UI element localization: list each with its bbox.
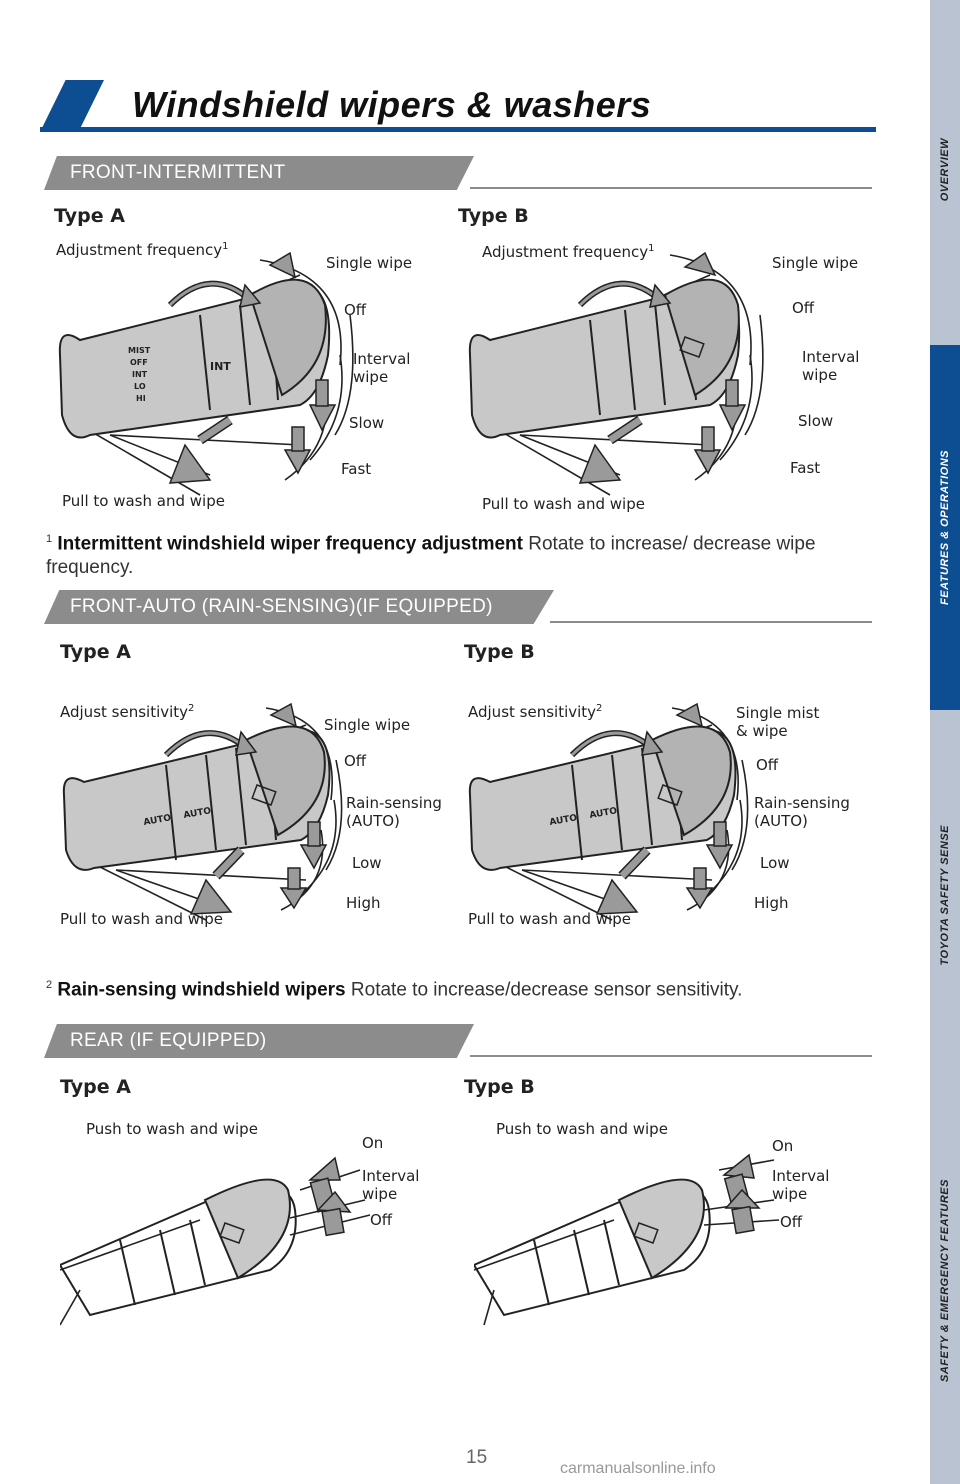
label-on-b: On — [772, 1137, 793, 1155]
label-interval-rear-b: Interval wipe — [772, 1167, 829, 1203]
label-push-to-wash-b: Push to wash and wipe — [496, 1120, 668, 1138]
label-single-wipe-auto-a: Single wipe — [324, 716, 410, 734]
label-on-a: On — [362, 1134, 383, 1152]
section-header-front-intermittent: FRONT-INTERMITTENT — [44, 156, 474, 190]
wiper-stalk-diagram-rear-a — [60, 1130, 400, 1330]
label-pull-to-wash-a: Pull to wash and wipe — [62, 492, 225, 510]
section-header-label: FRONT-INTERMITTENT — [70, 162, 285, 184]
side-tab-label: FEATURES & OPERATIONS — [939, 450, 951, 605]
footnote-title: Intermittent windshield wiper frequency … — [57, 533, 523, 554]
type-b-label: Type B — [464, 1076, 535, 1098]
label-low-b: Low — [760, 854, 790, 872]
label-single-wipe-a: Single wipe — [326, 254, 412, 272]
footnote-number: 1 — [46, 533, 52, 545]
label-fast-b: Fast — [790, 459, 820, 477]
label-off-auto-a: Off — [344, 752, 366, 770]
label-rain-sensing-a: Rain-sensing (AUTO) — [346, 794, 442, 830]
label-adjust-sensitivity-b: Adjust sensitivity2 — [468, 700, 602, 721]
label-adjust-sensitivity-a: Adjust sensitivity2 — [60, 700, 194, 721]
type-a-label: Type A — [60, 641, 131, 663]
label-pull-to-wash-auto-b: Pull to wash and wipe — [468, 910, 631, 928]
label-off-auto-b: Off — [756, 756, 778, 774]
side-tab-strip: OVERVIEW FEATURES & OPERATIONS TOYOTA SA… — [930, 0, 960, 1484]
footnote-1: 1 Intermittent windshield wiper frequenc… — [46, 527, 836, 580]
section-header-rear: REAR (IF EQUIPPED) — [44, 1024, 474, 1058]
section-header-label: REAR (IF EQUIPPED) — [70, 1030, 266, 1052]
wiper-stalk-diagram-front-int-b — [460, 245, 840, 505]
stalk-mark-int-ring: INT — [210, 360, 231, 373]
footnote-ref: 1 — [222, 241, 228, 252]
side-tab-toyota-safety-sense[interactable]: TOYOTA SAFETY SENSE — [930, 715, 960, 1075]
footnote-2: 2 Rain-sensing windshield wipers Rotate … — [46, 973, 876, 1002]
stalk-mark-off: OFF — [130, 358, 148, 367]
watermark: carmanualsonline.info — [560, 1460, 716, 1478]
label-high-a: High — [346, 894, 380, 912]
footnote-ref: 1 — [648, 243, 654, 254]
side-tab-overview[interactable]: OVERVIEW — [930, 0, 960, 340]
label-text: Adjustment frequency — [56, 241, 222, 259]
label-off-b: Off — [792, 299, 814, 317]
label-high-b: High — [754, 894, 788, 912]
label-text: Adjust sensitivity — [60, 703, 188, 721]
label-text: Adjustment frequency — [482, 243, 648, 261]
title-wedge — [40, 80, 104, 132]
stalk-mark-lo: LO — [134, 382, 146, 391]
side-tab-safety-emergency[interactable]: SAFETY & EMERGENCY FEATURES — [930, 1080, 960, 1480]
section-header-label: FRONT-AUTO (RAIN-SENSING)(IF EQUIPPED) — [70, 596, 493, 618]
side-tab-label: OVERVIEW — [939, 138, 951, 201]
footnote-text: Rotate to increase/decrease sensor sensi… — [346, 979, 743, 1000]
footnote-ref: 2 — [188, 703, 194, 714]
stalk-mark-hi: HI — [136, 394, 146, 403]
section-rule — [470, 1055, 872, 1057]
label-push-to-wash-a: Push to wash and wipe — [86, 1120, 258, 1138]
wiper-stalk-diagram-rear-b — [474, 1130, 814, 1330]
label-adjustment-frequency-a: Adjustment frequency1 — [56, 238, 229, 259]
stalk-mark-mist: MIST — [128, 346, 151, 355]
side-tab-features-operations[interactable]: FEATURES & OPERATIONS — [930, 345, 960, 710]
footnote-title: Rain-sensing windshield wipers — [57, 979, 345, 1000]
label-pull-to-wash-b: Pull to wash and wipe — [482, 495, 645, 513]
footnote-number: 2 — [46, 979, 52, 991]
label-text: Adjust sensitivity — [468, 703, 596, 721]
title-banner: Windshield wipers & washers — [40, 80, 876, 132]
page-title: Windshield wipers & washers — [132, 84, 651, 126]
label-pull-to-wash-auto-a: Pull to wash and wipe — [60, 910, 223, 928]
label-slow-b: Slow — [798, 412, 833, 430]
type-b-label: Type B — [464, 641, 535, 663]
section-rule — [470, 187, 872, 189]
stalk-mark-int: INT — [132, 370, 148, 379]
label-single-wipe-b: Single wipe — [772, 254, 858, 272]
label-adjustment-frequency-b: Adjustment frequency1 — [482, 240, 655, 261]
page-number: 15 — [466, 1447, 487, 1469]
type-a-label: Type A — [60, 1076, 131, 1098]
side-tab-label: SAFETY & EMERGENCY FEATURES — [939, 1179, 951, 1382]
type-a-label: Type A — [54, 205, 125, 227]
label-fast-a: Fast — [341, 460, 371, 478]
label-low-a: Low — [352, 854, 382, 872]
section-rule — [550, 621, 872, 623]
label-interval-rear-a: Interval wipe — [362, 1167, 419, 1203]
label-slow-a: Slow — [349, 414, 384, 432]
label-off-a: Off — [344, 301, 366, 319]
label-single-mist-wipe-b: Single mist & wipe — [736, 704, 819, 740]
label-interval-wipe-a: Interval wipe — [353, 350, 410, 386]
title-rule — [40, 127, 876, 132]
footnote-ref: 2 — [596, 703, 602, 714]
label-off-rear-a: Off — [370, 1211, 392, 1229]
label-off-rear-b: Off — [780, 1213, 802, 1231]
side-tab-label: TOYOTA SAFETY SENSE — [939, 825, 951, 966]
section-header-front-auto: FRONT-AUTO (RAIN-SENSING)(IF EQUIPPED) — [44, 590, 554, 624]
label-rain-sensing-b: Rain-sensing (AUTO) — [754, 794, 850, 830]
label-interval-wipe-b: Interval wipe — [802, 348, 859, 384]
type-b-label: Type B — [458, 205, 529, 227]
